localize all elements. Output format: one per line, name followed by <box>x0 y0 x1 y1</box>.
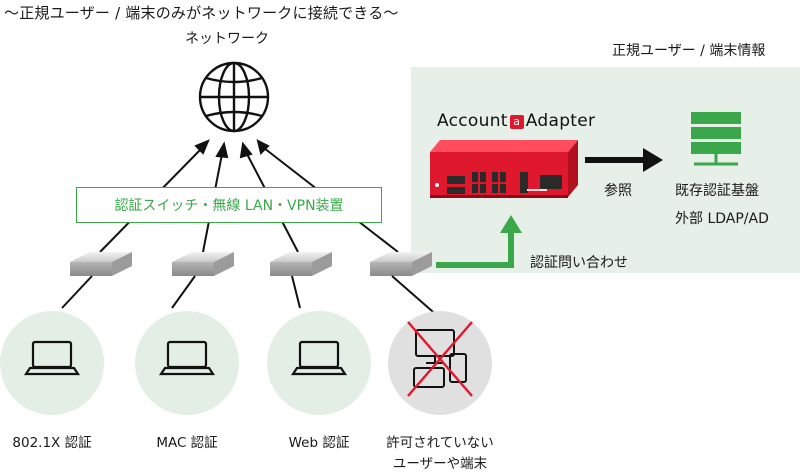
server-icon <box>691 112 741 166</box>
device-circle-3 <box>267 311 371 415</box>
globe-icon <box>198 61 270 133</box>
logo-prefix: Account <box>437 111 508 131</box>
auth-query-label: 認証問い合わせ <box>530 255 628 271</box>
account-adapter-appliance <box>430 140 578 198</box>
page-title: 〜正規ユーザー / 端末のみがネットワークに接続できる〜 <box>4 4 399 22</box>
reference-label: 参照 <box>604 183 632 199</box>
switch-4 <box>370 252 432 276</box>
device-circle-1 <box>0 311 104 415</box>
laptop-icon <box>158 340 216 376</box>
switch-1 <box>70 252 132 276</box>
db-label-line2: 外部 LDAP/AD <box>675 211 769 227</box>
auth-query-arrow <box>436 215 522 268</box>
device-label-4: 許可されていない <box>386 435 494 451</box>
blocked-devices-icon <box>407 321 473 397</box>
auth-switch-label: 認証スイッチ・無線 LAN・VPN装置 <box>114 198 344 214</box>
logo-mark-icon: a <box>509 115 524 129</box>
device-label-3: Web 認証 <box>288 435 350 451</box>
reference-arrow <box>585 148 663 172</box>
laptop-icon <box>290 340 348 376</box>
auth-switch-box: 認証スイッチ・無線 LAN・VPN装置 <box>76 187 382 223</box>
network-label: ネットワーク <box>185 31 269 47</box>
laptop-icon <box>23 340 81 376</box>
switch-3 <box>270 252 332 276</box>
device-label-1: 802.1X 認証 <box>12 435 92 451</box>
db-label-line1: 既存認証基盤 <box>675 183 759 199</box>
device-label-4-line2: ユーザーや端末 <box>392 456 488 472</box>
device-label-2: MAC 認証 <box>156 435 218 451</box>
device-circle-2 <box>135 311 239 415</box>
downlink-lines <box>61 275 441 319</box>
switch-2 <box>172 252 234 276</box>
panel-title: 正規ユーザー / 端末情報 <box>612 43 766 59</box>
logo-suffix: Adapter <box>525 111 596 131</box>
